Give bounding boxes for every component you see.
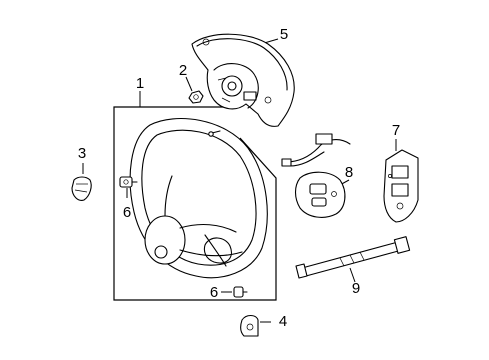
switch-assembly-part-7 [383, 139, 419, 223]
callout-3: 3 [78, 145, 86, 162]
callout-7: 7 [392, 122, 400, 139]
callout-6-upper: 6 [123, 204, 131, 221]
callout-2: 2 [179, 62, 187, 79]
steering-wheel-assembly-frame [113, 91, 277, 301]
callout-5: 5 [280, 26, 288, 43]
callout-6-lower: 6 [210, 284, 218, 301]
callout-4: 4 [279, 313, 287, 330]
switch-with-harness-part-8 [281, 133, 351, 218]
callout-9: 9 [352, 280, 360, 297]
bolt-upper [119, 176, 138, 198]
screw-small [208, 130, 221, 137]
steering-wheel [129, 118, 268, 279]
callout-8: 8 [345, 164, 353, 181]
nut [185, 76, 204, 104]
airbag-module [191, 33, 295, 127]
cover-part-4 [240, 314, 271, 337]
bolt-lower [221, 286, 248, 298]
connector-part-3 [71, 163, 92, 201]
callout-1: 1 [136, 75, 144, 92]
spiral-cable-part-9 [295, 236, 411, 283]
